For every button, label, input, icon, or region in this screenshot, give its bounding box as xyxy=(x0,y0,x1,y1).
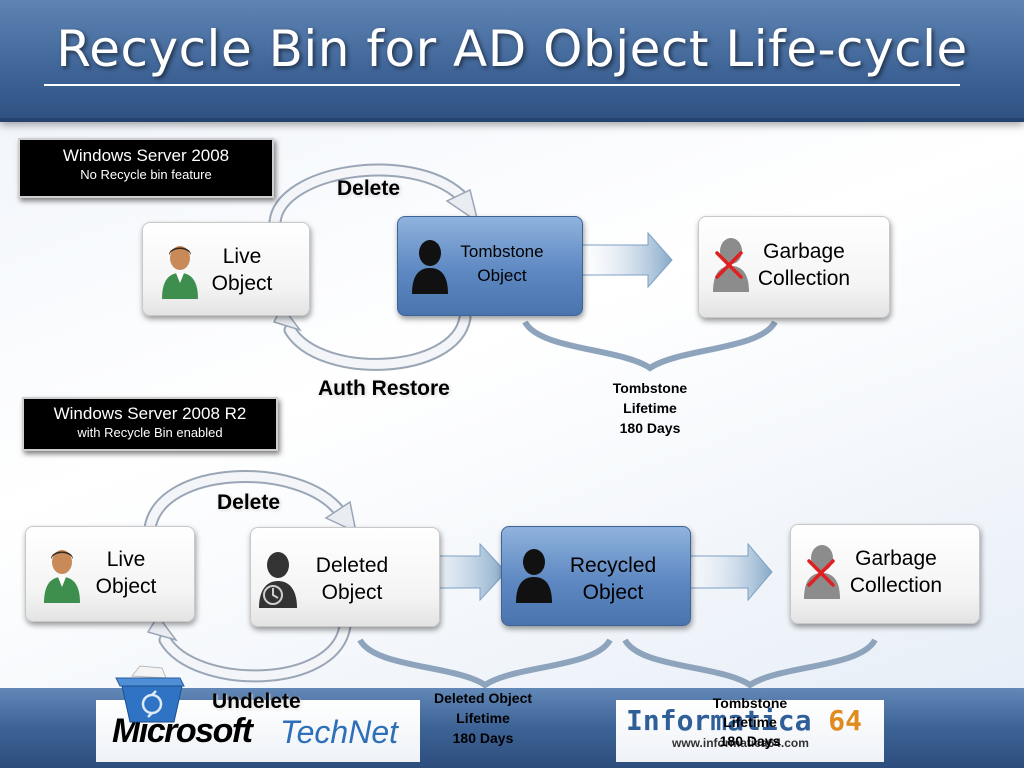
tombstone-lifetime-2008r2: Tombstone Lifetime 180 Days xyxy=(700,694,800,751)
node-tombstone-line2: Object xyxy=(477,266,527,285)
node-tombstone-line1: Tombstone xyxy=(460,242,544,261)
node-text-tombstone: Tombstone Object xyxy=(454,240,550,288)
node-garbage-r2-line1: Garbage xyxy=(855,547,937,570)
node-text-live-2008r2: Live Object xyxy=(88,546,164,600)
node-deleted-line2: Object xyxy=(321,581,383,604)
auth-restore-label: Auth Restore xyxy=(318,377,450,400)
delete-arc-2008 xyxy=(268,163,480,229)
label-windows-server-2008-r2: Windows Server 2008 R2 with Recycle Bin … xyxy=(22,397,278,451)
node-text-recycled: Recycled Object xyxy=(562,552,664,606)
delete-arc-2008r2 xyxy=(143,470,358,535)
person-deleted-icon xyxy=(259,552,297,608)
informatica-name: Informatica xyxy=(626,704,812,737)
label-main-2008: Windows Server 2008 xyxy=(62,146,230,165)
slide-title: Recycle Bin for AD Object Life-cycle xyxy=(56,20,968,78)
flow-arrow-recycled-garbage xyxy=(687,542,773,602)
undelete-label: Undelete xyxy=(212,690,301,713)
technet-logo: TechNet xyxy=(280,714,398,750)
node-deleted-line1: Deleted xyxy=(315,554,389,577)
person-black-icon xyxy=(516,549,552,603)
person-green-icon xyxy=(162,246,198,299)
deleted-object-lifetime: Deleted Object Lifetime 180 Days xyxy=(420,688,546,748)
node-live-object-2008r2 xyxy=(25,526,195,622)
red-x-icon xyxy=(715,251,743,279)
label-windows-server-2008: Windows Server 2008 No Recycle bin featu… xyxy=(18,138,274,198)
node-garbage-line1: Garbage xyxy=(763,240,845,263)
deleted-lifetime-line1: Deleted Object xyxy=(433,690,533,706)
deleted-lifetime-brace xyxy=(357,638,613,689)
title-underline xyxy=(44,84,960,86)
node-recycled-line2: Object xyxy=(582,581,644,604)
tombstone-r2-lifetime-line2: Lifetime xyxy=(723,714,777,730)
informatica-logo: Informatica 64 xyxy=(626,704,862,737)
flow-arrow-2008 xyxy=(579,231,673,289)
node-text-deleted: Deleted Object xyxy=(308,552,396,606)
node-garbage-line2: Collection xyxy=(757,267,851,290)
delete-label-2008r2: Delete xyxy=(217,491,281,514)
label-sub-2008r2: with Recycle Bin enabled xyxy=(77,425,223,440)
undelete-arc xyxy=(146,614,352,683)
tombstone-lifetime-line2: Lifetime xyxy=(623,400,677,416)
recycled-tombstone-brace xyxy=(622,638,878,689)
deleted-lifetime-line2: Lifetime xyxy=(456,710,510,726)
deleted-lifetime-line3: 180 Days xyxy=(452,730,514,746)
label-main-2008r2: Windows Server 2008 R2 xyxy=(53,404,247,423)
node-live-r2-line1: Live xyxy=(106,548,146,571)
node-tombstone-object xyxy=(397,216,583,316)
person-black-icon xyxy=(412,240,448,294)
node-text-live-2008: Live Object xyxy=(206,243,278,297)
tombstone-lifetime-brace xyxy=(522,320,778,372)
node-live-line2: Object xyxy=(211,272,273,295)
node-live-object-2008 xyxy=(142,222,310,316)
node-live-line1: Live xyxy=(222,245,262,268)
node-recycled-line1: Recycled xyxy=(569,554,657,577)
delete-label-2008: Delete xyxy=(337,177,401,200)
recycle-bin-icon xyxy=(115,665,185,723)
node-text-garbage-2008r2: Garbage Collection xyxy=(846,545,946,599)
person-green-icon xyxy=(44,550,80,603)
tombstone-lifetime-2008: Tombstone Lifetime 180 Days xyxy=(600,378,700,438)
label-sub-2008: No Recycle bin feature xyxy=(80,167,212,182)
tombstone-lifetime-line3: 180 Days xyxy=(619,420,681,436)
node-recycled-object xyxy=(501,526,691,626)
footer-right-panel xyxy=(616,700,884,762)
red-x-icon xyxy=(807,559,835,587)
tombstone-lifetime-line1: Tombstone xyxy=(612,380,688,396)
informatica-number: 64 xyxy=(828,704,863,737)
node-garbage-r2-line2: Collection xyxy=(849,574,943,597)
title-band xyxy=(0,0,1024,122)
node-live-r2-line2: Object xyxy=(95,575,157,598)
tombstone-r2-lifetime-line1: Tombstone xyxy=(712,695,788,711)
informatica-url: www.informatica64.com xyxy=(672,736,809,750)
node-text-garbage-2008: Garbage Collection xyxy=(754,238,854,292)
tombstone-r2-lifetime-line3: 180 Days xyxy=(719,733,781,749)
